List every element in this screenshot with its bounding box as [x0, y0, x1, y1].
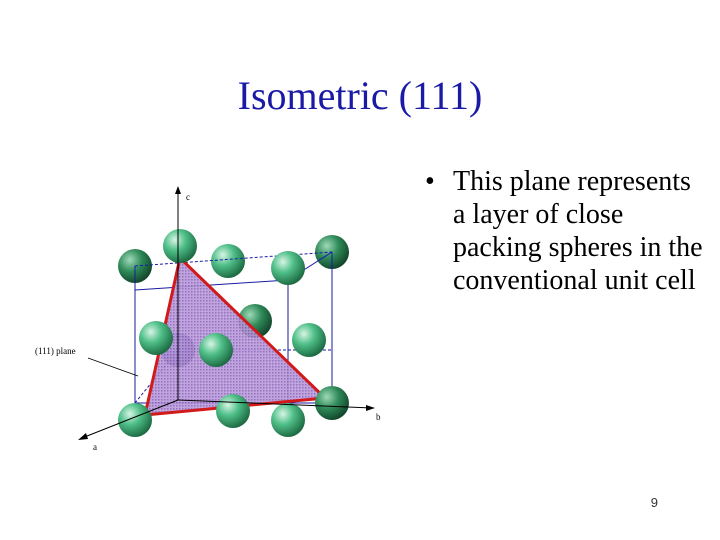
slide-title: Isometric (111)	[237, 73, 483, 118]
bullet-text: This plane represents a layer of close p…	[453, 166, 703, 296]
sphere	[211, 244, 245, 278]
axis-label-c: c	[186, 192, 190, 202]
bullet-item: • This plane represents a layer of close…	[425, 165, 705, 297]
unit-cell-diagram: c b a (111) plane	[35, 186, 381, 452]
sphere	[163, 229, 197, 263]
sphere	[199, 333, 233, 367]
sphere	[216, 394, 250, 428]
axis-label-b: b	[376, 412, 381, 422]
sphere	[315, 386, 349, 420]
axis-label-a: a	[93, 442, 97, 452]
sphere	[292, 323, 326, 357]
sphere	[118, 403, 152, 437]
page-number: 9	[650, 495, 658, 510]
sphere	[139, 321, 173, 355]
sphere	[271, 403, 305, 437]
plane-label: (111) plane	[35, 346, 76, 356]
bullet-list: • This plane represents a layer of close…	[425, 165, 705, 297]
axes	[78, 186, 375, 440]
sphere	[271, 251, 305, 285]
bullet-icon: •	[425, 166, 435, 197]
